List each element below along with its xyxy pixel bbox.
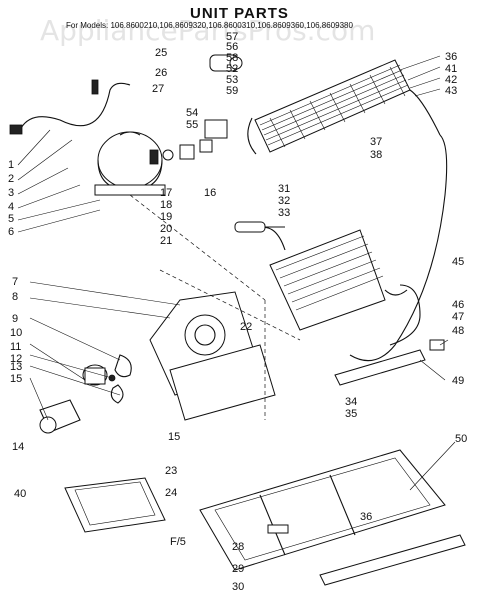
callout-50: 50 (455, 433, 467, 445)
callout-32: 32 (278, 195, 290, 207)
power-cord (19, 82, 131, 131)
callout-25: 25 (155, 47, 167, 59)
callout-18: 18 (160, 199, 172, 211)
callout-15b: 15 (168, 431, 180, 443)
callout-19: 19 (160, 211, 172, 223)
callout-9: 9 (12, 313, 18, 325)
callout-14: 14 (12, 441, 24, 453)
callout-23: 23 (165, 465, 177, 477)
callout-11: 11 (10, 341, 21, 353)
callout-54: 54 (186, 107, 198, 119)
clip-48 (429, 339, 445, 351)
callout-58: 58 (226, 52, 238, 64)
callout-13: 13 (10, 361, 22, 373)
callout-15a: 15 (10, 373, 22, 385)
bracket-49 (334, 349, 426, 386)
leader-lines (17, 55, 456, 491)
callout-59: 59 (226, 85, 238, 97)
callout-24: 24 (165, 487, 177, 499)
callout-47: 47 (452, 311, 464, 323)
callout-16: 16 (204, 187, 216, 199)
callout-8: 8 (12, 291, 18, 303)
callout-29: 29 (232, 563, 244, 575)
drain-pan (64, 477, 166, 533)
callout-30: 30 (232, 581, 244, 593)
callout-36b: 36 (360, 511, 372, 523)
suction-tube (349, 134, 448, 362)
callout-10: 10 (10, 327, 22, 339)
callout-48: 48 (452, 325, 464, 337)
drier-filter (234, 221, 285, 233)
callout-52: 52 (226, 63, 238, 75)
callout-27: 27 (152, 83, 164, 95)
callout-21: 21 (160, 235, 172, 247)
callout-31: 31 (278, 183, 290, 195)
callout-22: 22 (240, 321, 252, 333)
evaporator-coil (254, 226, 408, 331)
callout-20: 20 (160, 223, 172, 235)
callout-6: 6 (8, 226, 14, 238)
callout-35: 35 (345, 408, 357, 420)
capillary-tube (389, 284, 421, 346)
callout-28: 28 (232, 541, 244, 553)
cord-plug (9, 124, 23, 135)
callout-5: 5 (8, 213, 14, 225)
callout-53: 53 (226, 74, 238, 86)
relay-parts (162, 54, 243, 161)
callout-2: 2 (8, 173, 14, 185)
callout-26: 26 (155, 67, 167, 79)
callout-1: 1 (8, 159, 14, 171)
compressor (94, 131, 166, 196)
callout-42: 42 (445, 74, 457, 86)
callout-49: 49 (452, 375, 464, 387)
base-frame (199, 449, 466, 586)
page-title: UNIT PARTS (190, 5, 289, 22)
callout-17: 17 (160, 187, 172, 199)
callout-labels: 1 2 3 4 5 6 7 8 9 10 11 12 13 14 15 15 1… (8, 31, 467, 593)
cord-clamp (91, 79, 99, 95)
fan-bracket (149, 291, 276, 421)
callout-46: 46 (452, 299, 464, 311)
models-line: For Models: 106.8600210,106.8609320,106.… (66, 21, 353, 30)
callout-34: 34 (345, 396, 357, 408)
fan-motor (39, 354, 132, 434)
callout-37: 37 (370, 136, 382, 148)
watermark-text: AppliancePartsPros.com (40, 14, 375, 47)
callout-45: 45 (452, 256, 464, 268)
callout-33: 33 (278, 207, 290, 219)
callout-55: 55 (186, 119, 198, 131)
footer-code: F/5 (170, 536, 186, 548)
callout-3: 3 (8, 187, 14, 199)
callout-57: 57 (226, 31, 238, 43)
callout-36a: 36 (445, 51, 457, 63)
callout-4: 4 (8, 201, 14, 213)
callout-12: 12 (10, 353, 22, 365)
callout-38: 38 (370, 149, 382, 161)
callout-56: 56 (226, 41, 238, 53)
callout-43: 43 (445, 85, 457, 97)
condenser-coil (247, 59, 441, 155)
leader-dashes (129, 194, 301, 420)
callout-40: 40 (14, 488, 26, 500)
callout-7: 7 (12, 276, 18, 288)
callout-41: 41 (445, 63, 457, 75)
